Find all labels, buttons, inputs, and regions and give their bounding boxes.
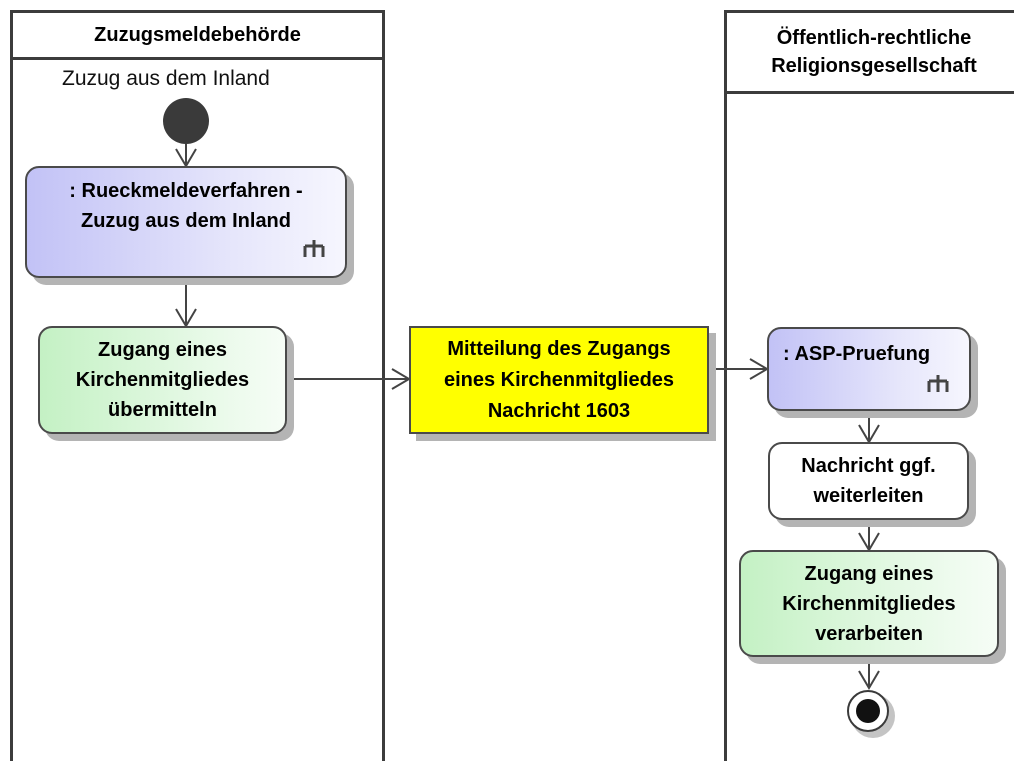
- rueckmeldeverfahren-label-line1: : Rueckmeldeverfahren -: [69, 180, 303, 202]
- left-lane-header: Zuzugsmeldebehörde: [10, 10, 385, 60]
- right-lane-header: Öffentlich-rechtliche Religionsgesellsch…: [724, 10, 1014, 94]
- flow-uebermitteln-to-message: [287, 368, 411, 390]
- call-behavior-icon: [303, 240, 325, 257]
- asp-pruefung-action[interactable]: : ASP-Pruefung: [767, 327, 971, 411]
- initial-node-label: Zuzug aus dem Inland: [62, 67, 270, 90]
- final-node-inner: [856, 699, 880, 723]
- flow-verarbeiten-to-end: [858, 657, 880, 690]
- weiterleiten-action[interactable]: Nachricht ggf. weiterleiten: [768, 442, 969, 520]
- flow-start-to-rueckmelde: [175, 144, 197, 168]
- uebermitteln-label-line1: Zugang eines: [98, 339, 227, 361]
- left-lane-title: Zuzugsmeldebehörde: [94, 24, 301, 46]
- uebermitteln-label-line2: Kirchenmitgliedes: [75, 369, 250, 391]
- verarbeiten-label-line3: verarbeiten: [815, 622, 923, 645]
- flow-rueckmelde-to-uebermitteln: [175, 278, 197, 328]
- uebermitteln-action[interactable]: Zugang eines Kirchenmitgliedes übermitte…: [38, 326, 287, 434]
- right-lane-title-line1: Öffentlich-rechtliche: [776, 27, 972, 49]
- uebermitteln-label-line3: übermitteln: [108, 399, 217, 421]
- rueckmeldeverfahren-label-line2: Zuzug aus dem Inland: [80, 210, 291, 232]
- rueckmeldeverfahren-action[interactable]: : Rueckmeldeverfahren - Zuzug aus dem In…: [25, 166, 347, 278]
- verarbeiten-label-line1: Zugang eines: [804, 562, 934, 585]
- flow-asp-to-weiterleiten: [858, 411, 880, 444]
- flow-weiterleiten-to-verarbeiten: [858, 520, 880, 552]
- message-label-line1: Mitteilung des Zugangs: [447, 337, 671, 360]
- message-label-line2: eines Kirchenmitgliedes: [443, 368, 675, 391]
- weiterleiten-label-line1: Nachricht ggf.: [801, 455, 936, 477]
- call-behavior-icon: [927, 375, 949, 392]
- right-lane-title-line2: Religionsgesellschaft: [771, 55, 977, 77]
- message-label-line3: Nachricht 1603: [487, 399, 631, 422]
- asp-pruefung-label: : ASP-Pruefung: [783, 343, 931, 365]
- verarbeiten-label-line2: Kirchenmitgliedes: [782, 592, 956, 615]
- initial-node: [163, 98, 209, 144]
- flow-message-to-asp: [709, 358, 769, 380]
- right-lane-border-left: [724, 10, 727, 761]
- message-object[interactable]: Mitteilung des Zugangs eines Kirchenmitg…: [409, 326, 709, 434]
- verarbeiten-action[interactable]: Zugang eines Kirchenmitgliedes verarbeit…: [739, 550, 999, 657]
- weiterleiten-label-line2: weiterleiten: [813, 485, 924, 507]
- left-lane-border-left: [10, 10, 13, 761]
- left-lane-border-right: [382, 10, 385, 761]
